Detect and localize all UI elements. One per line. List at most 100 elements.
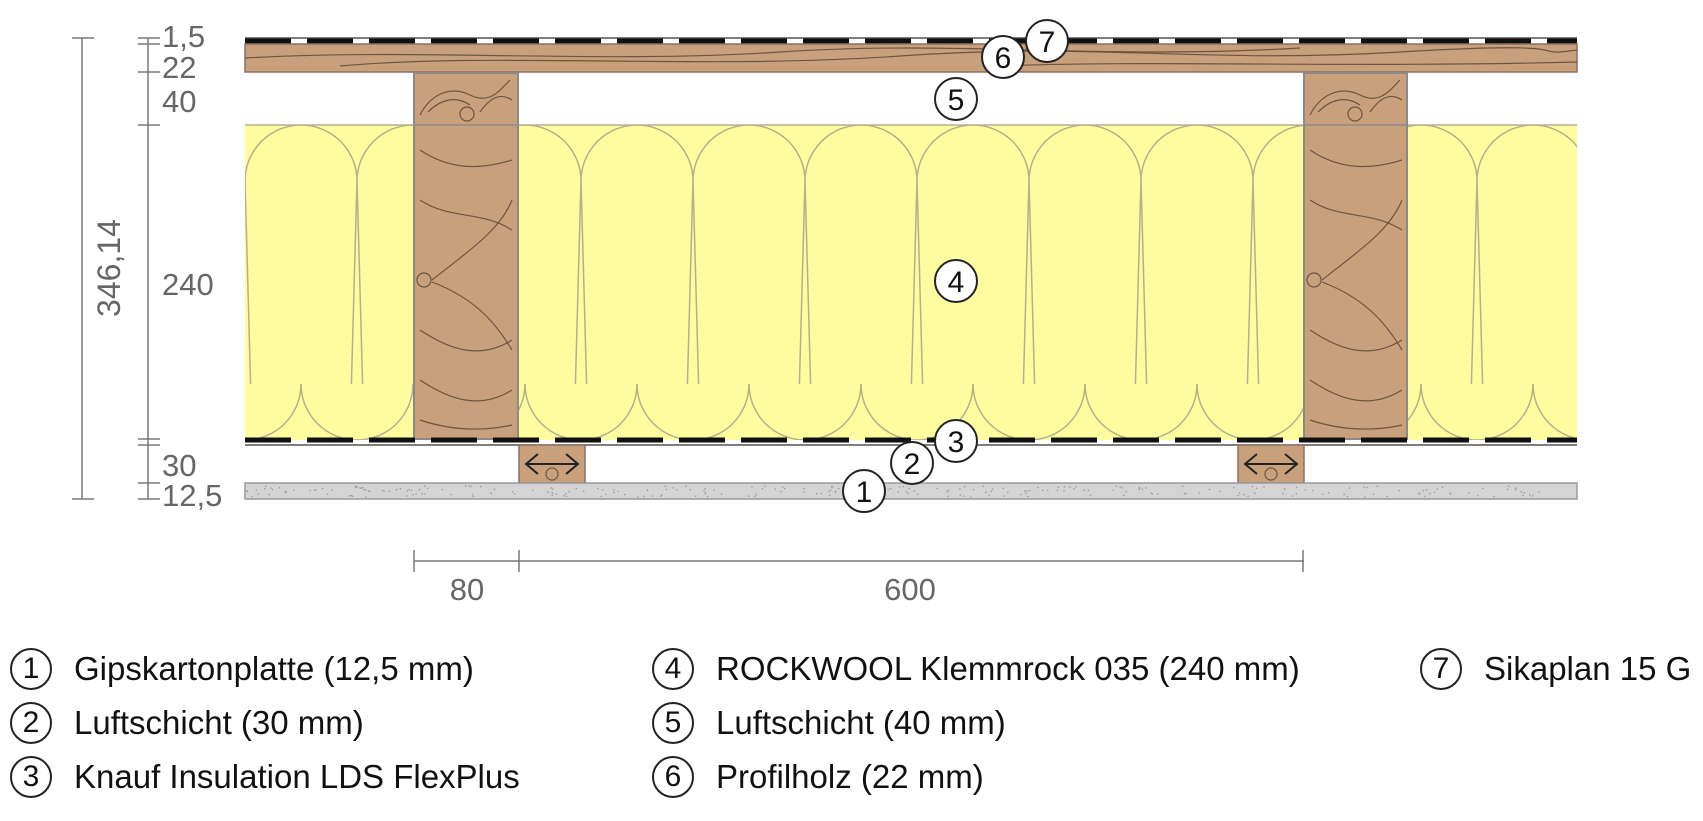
gypsum-speckle (834, 491, 837, 493)
gypsum-speckle (959, 494, 962, 496)
gypsum-speckle (830, 486, 833, 488)
gypsum-speckle (1346, 496, 1349, 498)
legend-label: Gipskartonplatte (12,5 mm) (74, 650, 474, 687)
gypsum-speckle (1037, 486, 1039, 489)
legend-item-2: 2 Luftschicht (30 mm) (10, 700, 364, 746)
gypsum-speckle (410, 489, 413, 492)
legend-item-7: 7 Sikaplan 15 G (1420, 646, 1691, 692)
legend-number: 3 (10, 756, 52, 798)
gypsum-speckle (642, 495, 645, 498)
gypsum-speckle (292, 489, 295, 492)
svg-text:4: 4 (948, 266, 965, 299)
legend-label: Knauf Insulation LDS FlexPlus (74, 758, 520, 795)
gypsum-speckle (1074, 486, 1077, 488)
gypsum-speckle (493, 488, 496, 491)
gypsum-speckle (1027, 495, 1030, 498)
dim-layer-profilholz: 22 (162, 50, 196, 85)
gypsum-speckle (582, 490, 585, 493)
gypsum-speckle (1291, 495, 1294, 497)
gypsum-speckle (1436, 488, 1438, 490)
gypsum-speckle (1083, 489, 1086, 491)
gypsum-speckle (268, 493, 271, 496)
gypsum-speckle (1296, 486, 1298, 489)
gypsum-speckle (1254, 492, 1256, 495)
legend-item-4: 4 ROCKWOOL Klemmrock 035 (240 mm) (652, 646, 1300, 692)
gypsum-speckle (1514, 488, 1517, 491)
gypsum-speckle (1026, 490, 1028, 493)
gypsum-board (244, 482, 1578, 500)
gypsum-speckle (781, 486, 784, 489)
gypsum-speckle (285, 491, 287, 494)
gypsum-speckle (350, 494, 353, 497)
gypsum-speckle (802, 491, 805, 493)
gypsum-speckle (907, 492, 909, 495)
legend-label: Profilholz (22 mm) (716, 758, 984, 795)
gypsum-speckle (704, 487, 706, 490)
legend-label: Sikaplan 15 G (1484, 650, 1692, 687)
svg-text:2: 2 (904, 448, 921, 481)
insulation-loop (1420, 383, 1534, 440)
gypsum-speckle (450, 493, 452, 496)
gypsum-speckle (1087, 489, 1090, 492)
gypsum-speckle (747, 495, 750, 497)
gypsum-speckle (270, 487, 272, 489)
gypsum-speckle (490, 492, 493, 495)
gypsum-speckle (565, 493, 567, 495)
gypsum-speckle (764, 485, 766, 488)
gypsum-speckle (783, 487, 786, 490)
gypsum-speckle (1493, 495, 1495, 498)
gypsum-speckle (547, 491, 549, 494)
legend-number: 4 (652, 648, 694, 690)
gypsum-speckle (1477, 494, 1479, 497)
gypsum-speckle (605, 493, 607, 496)
gypsum-speckle (916, 493, 919, 496)
stud-left (413, 72, 519, 440)
gypsum-speckle (991, 488, 994, 491)
gypsum-speckle (1366, 486, 1368, 489)
gypsum-speckle (1295, 493, 1298, 495)
gypsum-speckle (1063, 485, 1066, 488)
gypsum-speckle (1449, 492, 1451, 495)
gypsum-speckle (1424, 495, 1426, 498)
gypsum-speckle (381, 489, 384, 492)
gypsum-speckle (359, 487, 361, 489)
legend-item-5: 5 Luftschicht (40 mm) (652, 700, 1006, 746)
batten-right (1237, 444, 1305, 484)
gypsum-speckle (399, 487, 402, 490)
gypsum-speckle (838, 487, 840, 490)
gypsum-speckle (365, 496, 367, 498)
gypsum-speckle (1183, 492, 1186, 495)
gypsum-speckle (354, 486, 357, 489)
gypsum-speckle (257, 493, 260, 496)
dim-layer-air-bottom: 30 (162, 448, 196, 483)
gypsum-speckle (820, 492, 823, 495)
gypsum-speckle (426, 487, 429, 490)
gypsum-speckle (1218, 490, 1221, 493)
legend-item-3: 3 Knauf Insulation LDS FlexPlus (10, 754, 520, 800)
gypsum-speckle (613, 491, 615, 494)
gypsum-speckle (1468, 492, 1470, 494)
gypsum-speckle (665, 488, 668, 491)
callout-1: 1 (842, 469, 886, 513)
gypsum-speckle (959, 488, 961, 490)
gypsum-speckle (1425, 489, 1428, 491)
svg-text:5: 5 (948, 84, 965, 117)
gypsum-speckle (1386, 495, 1388, 498)
gypsum-speckle (575, 487, 578, 490)
gypsum-speckle (1121, 486, 1123, 489)
gypsum-speckle (1024, 490, 1026, 492)
gypsum-speckle (1115, 485, 1117, 487)
gypsum-speckle (815, 492, 818, 495)
gypsum-speckle (1089, 494, 1092, 496)
stud-right (1303, 72, 1408, 440)
gypsum-speckle (612, 489, 615, 491)
gypsum-speckle (1515, 487, 1517, 489)
gypsum-speckle (761, 487, 764, 490)
gypsum-speckle (1482, 487, 1484, 490)
svg-text:6: 6 (995, 42, 1012, 75)
gypsum-speckle (1523, 491, 1525, 494)
dim-layer-insulation: 240 (162, 267, 214, 302)
gypsum-speckle (480, 485, 482, 488)
gypsum-speckle (1125, 490, 1127, 493)
gypsum-speckle (753, 495, 756, 498)
